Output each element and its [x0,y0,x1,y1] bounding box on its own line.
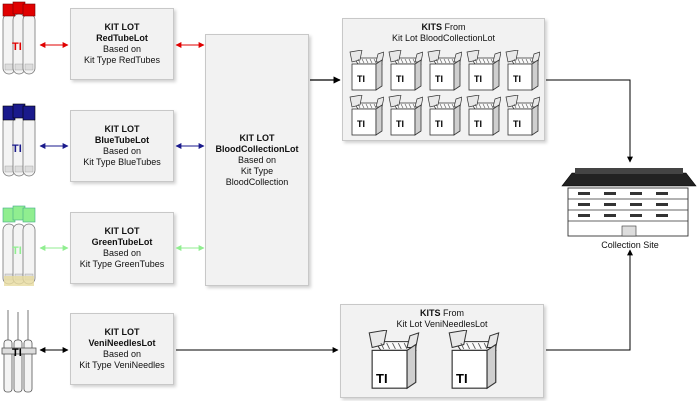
tube-label: TI [12,143,22,155]
kit-lot-veni: KIT LOT VeniNeedlesLot Based on Kit Type… [70,313,174,385]
kit-lot-based-on: Based on [237,154,277,165]
kit-lot-red: KIT LOT RedTubeLot Based on Kit Type Red… [70,8,174,80]
kit-lot-based-on: Based on [102,44,142,54]
kit-box-label: TI [396,74,404,84]
kit-box-label: TI [513,74,521,84]
collection-site-label: Collection Site [601,240,659,250]
kits-source: Kit Lot VeniNeedlesLot [396,319,488,329]
kits-from: From [444,22,466,32]
tube-label: TI [12,41,22,53]
kit-lot-header: KIT LOT [239,132,275,143]
kit-box-label: TI [456,371,468,386]
kit-lot-header: KIT LOT [104,327,140,337]
kit-box-label: TI [435,74,443,84]
kit-lot-type: Kit Type GreenTubes [79,259,165,269]
veni-kits-to-site-arrow [546,249,633,351]
kit-lot-based-on: Based on [102,349,142,359]
kits-title: KITS [421,22,442,32]
kit-lot-type: Kit Type BlueTubes [83,157,161,167]
blue-tubes-icon [2,103,36,177]
veni-needles-icon [1,310,37,393]
kit-lot-based-on: Based on [102,146,142,156]
kit-lot-blood-collection: KIT LOT BloodCollectionLot Based on Kit … [205,34,309,286]
kit-box-label: TI [513,119,521,129]
kit-box-label: TI [376,371,388,386]
kit-lot-header: KIT LOT [104,124,140,134]
kit-box-label: TI [435,119,443,129]
kit-lot-based-on: Based on [102,248,142,258]
kit-box-label: TI [357,119,365,129]
kit-lot-header: KIT LOT [104,226,140,236]
kit-box-label: TI [474,119,482,129]
tube-label: TI [12,245,22,257]
kit-lot-name: BlueTubeLot [94,135,150,145]
kit-lot-type: Kit Type [240,165,274,176]
kit-lot-name: RedTubeLot [96,33,148,43]
kits-source: Kit Lot BloodCollectionLot [391,33,496,43]
kit-box-label: TI [474,74,482,84]
kit-lot-green: KIT LOT GreenTubeLot Based on Kit Type G… [70,212,174,284]
kit-lot-name: BloodCollectionLot [215,143,299,154]
kit-lot-type: Kit Type RedTubes [83,55,161,65]
red-tubes-icon [2,1,36,75]
kit-lot-blue: KIT LOT BlueTubeLot Based on Kit Type Bl… [70,110,174,182]
kit-lot-name: VeniNeedlesLot [88,338,156,348]
tube-label: TI [12,347,22,359]
kit-boxes-veni [368,330,500,390]
kit-lot-type-name: BloodCollection [225,176,289,187]
kit-boxes-blood [349,50,540,136]
collection-site-icon [561,168,697,237]
kit-lot-header: KIT LOT [104,22,140,32]
kits-to-site-arrow [546,79,633,163]
kit-lot-name: GreenTubeLot [91,237,153,247]
kit-box-label: TI [357,74,365,84]
green-tubes-icon [2,205,36,286]
kits-title: KITS [419,308,441,318]
kit-lot-type: Kit Type VeniNeedles [79,360,165,370]
kits-from: From [443,308,465,318]
kit-box-label: TI [396,119,404,129]
